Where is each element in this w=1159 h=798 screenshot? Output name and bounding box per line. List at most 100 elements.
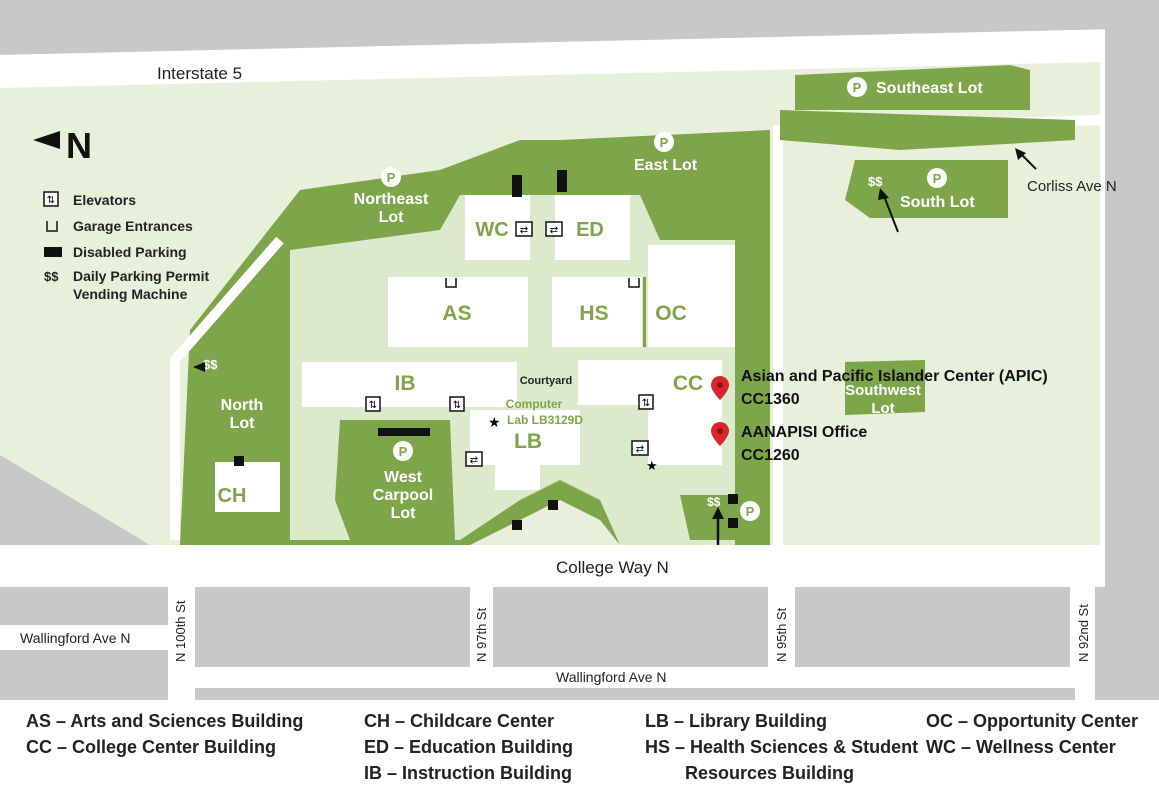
svg-text:P: P xyxy=(387,170,396,185)
block-2 xyxy=(493,587,768,667)
road-label-wallingford: Wallingford Ave N xyxy=(20,630,131,646)
road-label-wallingford: Wallingford Ave N xyxy=(556,669,667,685)
arrow-icon xyxy=(878,188,899,233)
parking-p-icon: P xyxy=(381,167,401,187)
lot-label-west: Lot xyxy=(391,505,417,522)
key-item: HS – Health Sciences & Student xyxy=(645,737,919,757)
building-hs xyxy=(552,277,642,347)
walkway-icon: ⇄ xyxy=(465,451,483,467)
lot-label-north: North xyxy=(221,397,264,414)
apic-label: Asian and Pacific Islander Center (APIC) xyxy=(741,368,1048,385)
svg-text:⇄: ⇄ xyxy=(550,225,558,236)
building-label-ch: CH xyxy=(218,485,247,507)
key-item: CH – Childcare Center xyxy=(364,711,555,731)
key-column-2: CH – Childcare Center ED – Education Bui… xyxy=(364,708,573,786)
building-label-as: AS xyxy=(442,302,471,325)
courtyard-label: Courtyard xyxy=(520,375,573,387)
legend-vending-2: Vending Machine xyxy=(73,286,188,302)
southeast-lot xyxy=(795,65,1030,110)
map-legend: ⇅ Elevators Garage Entrances Disabled Pa… xyxy=(43,191,210,302)
west-carpool-lot xyxy=(335,420,455,540)
walkway-icon: ⇄ xyxy=(515,221,533,237)
building-ib xyxy=(302,362,517,407)
north-arrow-icon: N xyxy=(33,125,92,166)
legend-disabled: Disabled Parking xyxy=(73,244,187,260)
block-3 xyxy=(795,587,1070,667)
legend-elevators: Elevators xyxy=(73,192,136,208)
building-lb xyxy=(470,410,580,490)
svg-text:⇅: ⇅ xyxy=(453,400,461,411)
svg-text:⇅: ⇅ xyxy=(642,398,650,409)
svg-text:N: N xyxy=(66,125,92,166)
building-as xyxy=(388,277,528,347)
parking-p-icon: P xyxy=(740,501,760,521)
college-way-road xyxy=(0,545,1105,587)
svg-text:P: P xyxy=(399,444,408,459)
lot-label-north: Lot xyxy=(230,415,256,432)
key-column-3: LB – Library Building HS – Health Scienc… xyxy=(645,708,918,786)
parking-p-icon: P xyxy=(654,132,674,152)
disabled-parking-7 xyxy=(728,494,738,504)
map-pin-icon[interactable] xyxy=(711,376,729,400)
building-label-wc: WC xyxy=(475,219,508,241)
building-label-oc: OC xyxy=(655,302,687,325)
interstate-road xyxy=(0,28,1159,88)
svg-text:⇄: ⇄ xyxy=(520,225,528,236)
lot-dollar: $$ xyxy=(203,357,218,372)
key-item: CC – College Center Building xyxy=(26,737,277,757)
key-item: LB – Library Building xyxy=(645,711,828,731)
building-ch xyxy=(215,462,280,512)
corliss-connector xyxy=(780,110,1075,150)
svg-text:P: P xyxy=(853,80,862,95)
elevator-icon: ⇅ xyxy=(43,191,59,207)
disabled-parking-3 xyxy=(378,428,430,436)
lot-dollar: $$ xyxy=(868,174,883,189)
aanapisi-room: CC1260 xyxy=(741,447,800,464)
key-item: OC – Opportunity Center xyxy=(926,711,1139,731)
svg-text:⇄: ⇄ xyxy=(470,455,478,466)
svg-text:⇄: ⇄ xyxy=(636,444,644,455)
disabled-parking-8 xyxy=(728,518,738,528)
aanapisi-label: AANAPISI Office xyxy=(741,424,867,441)
left-grey-area xyxy=(0,455,150,545)
apic-room: CC1360 xyxy=(741,391,800,408)
campus-perimeter-road xyxy=(170,236,284,540)
road-label-n97: N 97th St xyxy=(474,607,489,662)
north-lot xyxy=(205,370,285,540)
lot-label-west: Carpool xyxy=(373,487,433,504)
lot-label-northeast: Lot xyxy=(379,209,405,226)
star-icon: ★ xyxy=(488,415,501,431)
building-label-lb: LB xyxy=(514,430,542,453)
map-pin-icon[interactable] xyxy=(711,422,729,446)
lot-label-northeast: Northeast xyxy=(354,191,429,208)
hs-oc-divider xyxy=(643,277,646,347)
road-label-college-way: College Way N xyxy=(556,558,669,577)
key-item: WC – Wellness Center xyxy=(926,737,1116,757)
key-item: ED – Education Building xyxy=(364,737,574,757)
block-left-2 xyxy=(0,650,168,700)
lot-label-east: East Lot xyxy=(634,157,698,174)
block-4 xyxy=(195,688,1075,700)
parking-p-icon: P xyxy=(927,168,947,188)
arrow-icon xyxy=(712,507,724,545)
lot-label-south: South Lot xyxy=(900,194,975,211)
legend-garage: Garage Entrances xyxy=(73,218,193,234)
campus-map: ⇅ ⇅ ⇅ ⇄ ⇄ ⇄ ⇄ ★ ★ P P P P P P Southeast … xyxy=(0,0,1159,700)
disabled-parking-5 xyxy=(548,500,558,510)
svg-text:P: P xyxy=(933,171,942,186)
road-label-n92: N 92nd St xyxy=(1076,604,1091,662)
road-label-corliss: Corliss Ave N xyxy=(1027,178,1117,195)
parking-p-icon: P xyxy=(847,77,867,97)
block-far-right xyxy=(1095,587,1105,700)
lot-label-southwest: Southwest xyxy=(845,382,921,399)
disabled-parking-6 xyxy=(512,520,522,530)
lot-label-west: West xyxy=(384,469,423,486)
svg-text:⇅: ⇅ xyxy=(369,400,377,411)
lot-label-southwest: Lot xyxy=(871,400,894,417)
building-ed xyxy=(555,195,630,260)
key-column-1: AS – Arts and Sciences Building CC – Col… xyxy=(26,708,303,760)
elevator-icon: ⇅ xyxy=(365,396,381,412)
parking-p-icon: P xyxy=(393,441,413,461)
garage-entrance-icon xyxy=(445,278,457,288)
star-icon: ★ xyxy=(646,459,658,474)
